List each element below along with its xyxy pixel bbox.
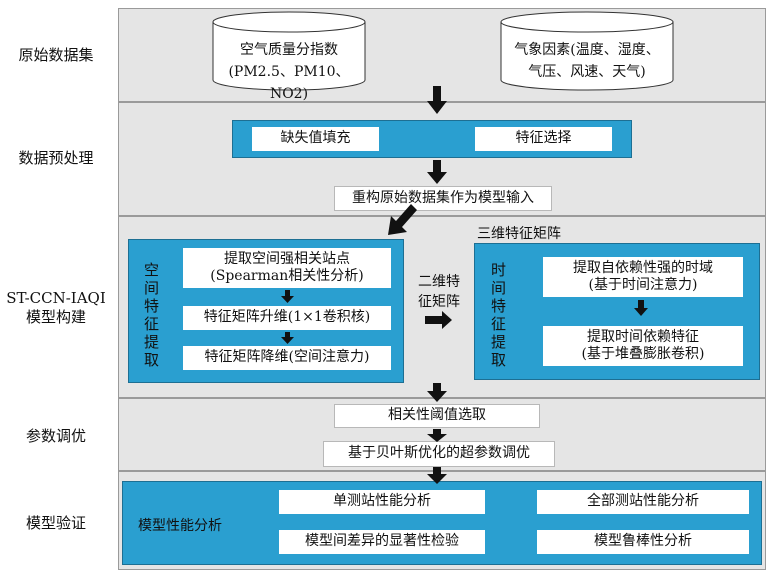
arrow-model-to-tune (427, 383, 447, 402)
stage-label-verify: 模型验证 (25, 514, 86, 532)
single-station-box: 单测站性能分析 (279, 490, 485, 514)
air-quality-text: 空气质量分指数 (PM2.5、PM10、NO2) (213, 39, 365, 105)
temporal-step2-line1: 提取时间依赖特征 (587, 328, 699, 345)
meteorology-line1: 气象因素(温度、湿度、 (514, 42, 660, 58)
missing-value-fill-box: 缺失值填充 (252, 127, 379, 151)
significance-test-box: 模型间差异的显著性检验 (279, 530, 485, 554)
performance-analysis-label: 模型性能分析 (138, 518, 222, 534)
air-quality-title: 空气质量分指数 (240, 42, 338, 58)
matrix-2d-line2: 征矩阵 (418, 294, 460, 310)
arrow-tune-to-verify (427, 467, 447, 484)
temporal-step1-line1: 提取自依赖性强的时域 (573, 259, 713, 276)
stage-label-model: ST-CCN-IAQI 模型构建 (6, 289, 106, 326)
temporal-feature-label: 时间特征提取 (489, 262, 507, 370)
meteorology-text: 气象因素(温度、湿度、 气压、风速、天气) (501, 39, 673, 83)
spatial-step1-box: 提取空间强相关站点 (Spearman相关性分析) (183, 248, 391, 288)
spatial-feature-label: 空间特征提取 (142, 262, 160, 370)
spatial-step3-box: 特征矩阵降维(空间注意力) (183, 346, 391, 370)
arrow-raw-to-prep (427, 86, 447, 114)
matrix-2d-line1: 二维特 (418, 274, 460, 290)
feature-selection-box: 特征选择 (475, 127, 612, 151)
bayesian-tuning-box: 基于贝叶斯优化的超参数调优 (323, 441, 555, 467)
spatial-step2-box: 特征矩阵升维(1×1卷积核) (183, 306, 391, 330)
arrow-reconstruct-to-spatial (388, 204, 417, 235)
stage-label-tune: 参数调优 (25, 427, 86, 445)
robustness-box: 模型鲁棒性分析 (537, 530, 749, 554)
arrow-temporal-1-2 (634, 300, 648, 316)
arrow-threshold-to-bayes (427, 429, 447, 442)
matrix-3d-label: 三维特征矩阵 (477, 226, 561, 242)
temporal-step2-line2: (基于堆叠膨胀卷积) (581, 346, 705, 362)
threshold-selection-box: 相关性阈值选取 (334, 404, 540, 428)
stage-label-raw: 原始数据集 (18, 46, 94, 64)
temporal-step2-box: 提取时间依赖特征 (基于堆叠膨胀卷积) (543, 326, 743, 366)
meteorology-cylinder (500, 11, 674, 91)
reconstruct-dataset-box: 重构原始数据集作为模型输入 (334, 186, 552, 211)
stage-label-prep: 数据预处理 (18, 149, 94, 167)
matrix-2d-label: 二维特 征矩阵 (408, 272, 470, 312)
air-quality-vars: (PM2.5、PM10、NO2) (228, 64, 350, 102)
temporal-step1-line2: (基于时间注意力) (588, 277, 698, 293)
arrow-group (281, 86, 648, 484)
all-stations-box: 全部测站性能分析 (537, 490, 749, 514)
meteorology-line2: 气压、风速、天气) (528, 64, 646, 80)
arrow-spatial-2-3 (281, 332, 294, 344)
spatial-step1-line1: 提取空间强相关站点 (224, 250, 350, 267)
temporal-step1-box: 提取自依赖性强的时域 (基于时间注意力) (543, 257, 743, 297)
spatial-step1-line2: (Spearman相关性分析) (210, 268, 364, 284)
air-quality-cylinder (212, 11, 366, 91)
arrow-prep-to-reconstruct (427, 160, 447, 184)
arrow-spatial-to-temporal (425, 311, 452, 329)
arrow-spatial-1-2 (281, 290, 294, 303)
